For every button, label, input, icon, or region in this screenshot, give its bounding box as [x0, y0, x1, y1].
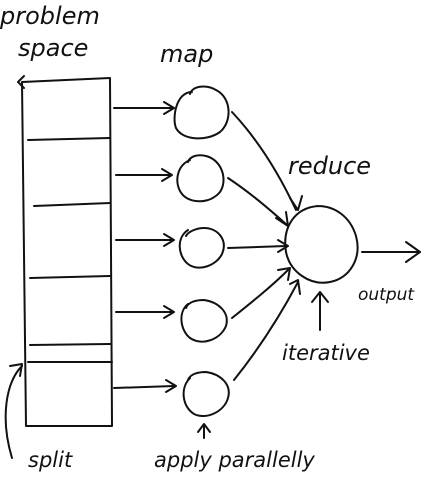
- map-arrow-5-head: [165, 379, 177, 393]
- map-node-5: [182, 371, 230, 417]
- problem-space-divider-2: [33, 202, 111, 207]
- iterative-arrow-head: [311, 291, 329, 303]
- map-node-3: [178, 227, 225, 269]
- map-node-2: [176, 154, 225, 203]
- reduce-arrow-2-head: [275, 211, 289, 227]
- space-label: space: [18, 34, 88, 62]
- reduce-arrow-2: [227, 177, 287, 225]
- map-arrow-1-head: [163, 101, 175, 115]
- map-node-1: [173, 85, 230, 140]
- reduce-arrow-5: [233, 281, 299, 381]
- split-label: split: [28, 448, 73, 472]
- output-arrow-head: [405, 241, 421, 263]
- reduce-arrow-1-head: [289, 195, 303, 211]
- map-arrow-5: [113, 385, 175, 389]
- reduce-arrow-3-head: [277, 239, 289, 253]
- problem-label: problem: [0, 2, 100, 30]
- problem-space-divider-3: [29, 275, 111, 279]
- map-arrow-2-head: [161, 168, 173, 182]
- reduce-arrow-4-head: [277, 267, 291, 281]
- reduce-node: [284, 205, 359, 284]
- iterative-arrow: [311, 291, 329, 331]
- reduce-arrow-3: [227, 245, 287, 249]
- problem-space-divider-1: [27, 137, 111, 141]
- apply-parallelly-arrow-head: [197, 423, 211, 433]
- apply-parallelly-arrow: [197, 423, 211, 439]
- problem-space-box: [21, 77, 113, 427]
- split-arrow-head: [9, 363, 23, 377]
- map-to-reduce-arrows: [227, 111, 303, 381]
- map-node-4: [180, 299, 228, 343]
- reduce-arrow-1: [231, 111, 297, 211]
- split-arrow: [4, 363, 23, 459]
- problem-space-column: [17, 75, 113, 427]
- output-arrow: [361, 241, 421, 263]
- problem-space-marker: [17, 75, 25, 89]
- reduce-arrow-5-head: [289, 279, 301, 295]
- iterative-label: iterative: [282, 341, 370, 365]
- map-nodes: [173, 85, 230, 417]
- reduce-label: reduce: [288, 152, 371, 180]
- map-arrow-3-head: [163, 233, 175, 247]
- problem-space-divider-4: [29, 343, 111, 346]
- map-arrow-4-head: [163, 305, 175, 319]
- reduce-arrow-4: [231, 269, 289, 319]
- column-to-map-arrows: [113, 101, 177, 393]
- output-label: output: [358, 285, 415, 305]
- map-label: map: [160, 40, 213, 68]
- apply-parallelly-label: apply parallelly: [154, 448, 315, 472]
- split-arrow-curve: [4, 365, 23, 459]
